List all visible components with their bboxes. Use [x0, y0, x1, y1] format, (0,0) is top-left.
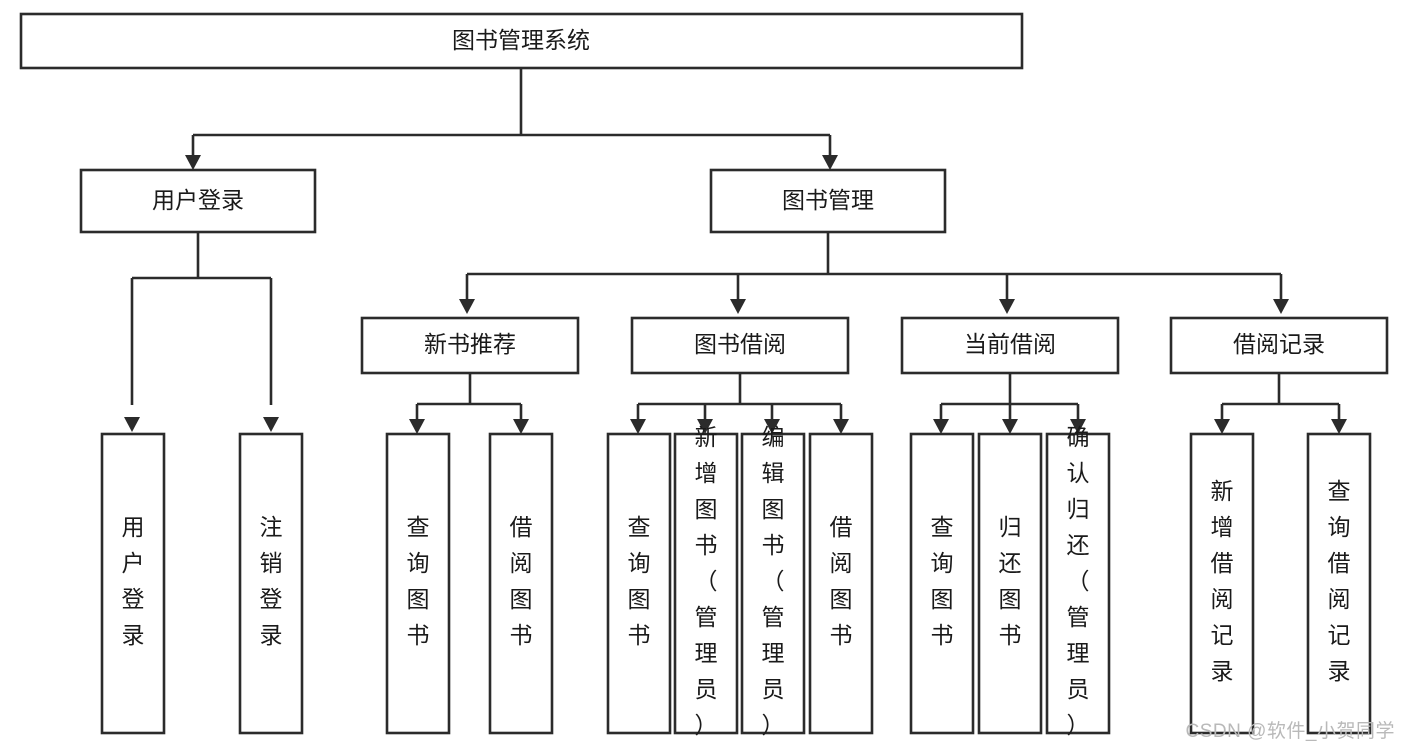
leaf-bookborrow-edit-book-box[interactable]: [740, 432, 806, 735]
arrowhead-newbook-leaf1: [409, 419, 425, 434]
leaf-user-login-login-label: 用户登录: [122, 514, 145, 648]
node-current-borrow-label: 当前借阅: [964, 331, 1056, 357]
node-current-borrow-box[interactable]: [900, 316, 1120, 375]
leaf-borrowrecord-query-record-label: 查询借阅记录: [1328, 478, 1351, 684]
leaf-user-login-logout-label: 注销登录: [260, 514, 283, 648]
arrowhead-currentborrow-leaf2: [1002, 419, 1018, 434]
leaf-currentborrow-confirm-return-box[interactable]: [1045, 432, 1111, 735]
leaf-bookborrow-add-book-label: 新增图书（管理员）: [695, 424, 718, 738]
leaf-currentborrow-return-book-box[interactable]: [977, 432, 1043, 735]
leaf-borrowrecord-query-record[interactable]: 查询借阅记录: [1306, 432, 1372, 735]
leaf-bookborrow-query-book-box[interactable]: [606, 432, 672, 735]
leaf-bookborrow-borrow-book-box[interactable]: [808, 432, 874, 735]
leaf-currentborrow-query-book[interactable]: 查询图书: [909, 432, 975, 735]
node-borrow-record-label: 借阅记录: [1233, 331, 1325, 357]
node-book-management[interactable]: 图书管理: [709, 168, 947, 234]
leaf-bookborrow-query-book-label: 查询图书: [628, 514, 651, 648]
connector-layer: [130, 68, 1341, 420]
leaf-newbook-query-book-label: 查询图书: [407, 514, 430, 648]
node-current-borrow[interactable]: 当前借阅: [900, 316, 1120, 375]
leaf-borrowrecord-add-record[interactable]: 新增借阅记录: [1189, 432, 1255, 735]
arrowhead-currentborrow-leaf1: [933, 419, 949, 434]
leaf-bookborrow-query-book[interactable]: 查询图书: [606, 432, 672, 735]
leaf-bookborrow-edit-book-label: 编辑图书（管理员）: [762, 424, 785, 738]
node-root-box[interactable]: [19, 12, 1024, 70]
arrowhead-l2-currentborrow: [999, 299, 1015, 314]
node-borrow-record[interactable]: 借阅记录: [1169, 316, 1389, 375]
arrowhead-to-user-login: [185, 155, 201, 170]
node-user-login[interactable]: 用户登录: [79, 168, 317, 234]
arrowhead-userlogin-leaf1: [124, 417, 140, 432]
arrowhead-l2-newbook: [459, 299, 475, 314]
node-book-borrow-box[interactable]: [630, 316, 850, 375]
leaf-bookborrow-borrow-book[interactable]: 借阅图书: [808, 432, 874, 735]
node-book-management-box[interactable]: [709, 168, 947, 234]
node-new-book-recommend-label: 新书推荐: [424, 331, 516, 357]
leaf-user-login-logout-box[interactable]: [238, 432, 304, 735]
leaf-newbook-query-book-box[interactable]: [385, 432, 451, 735]
arrowhead-borrowrecord-leaf1: [1214, 419, 1230, 434]
leaf-newbook-borrow-book[interactable]: 借阅图书: [488, 432, 554, 735]
node-user-login-label: 用户登录: [152, 187, 244, 213]
leaf-newbook-query-book[interactable]: 查询图书: [385, 432, 451, 735]
leaf-bookborrow-edit-book[interactable]: 编辑图书（管理员）: [740, 424, 806, 738]
leaf-currentborrow-return-book[interactable]: 归还图书: [977, 432, 1043, 735]
arrowhead-l2-bookborrow: [730, 299, 746, 314]
leaf-currentborrow-confirm-return-label: 确认归还（管理员）: [1067, 424, 1090, 738]
node-book-management-label: 图书管理: [782, 187, 874, 213]
arrowhead-newbook-leaf2: [513, 419, 529, 434]
node-new-book-recommend-box[interactable]: [360, 316, 580, 375]
node-root-book-management-system[interactable]: 图书管理系统: [19, 12, 1024, 70]
leaf-borrowrecord-add-record-label: 新增借阅记录: [1211, 478, 1234, 684]
node-book-borrow[interactable]: 图书借阅: [630, 316, 850, 375]
arrowhead-to-book-manage: [822, 155, 838, 170]
node-book-borrow-label: 图书借阅: [694, 331, 786, 357]
leaf-newbook-borrow-book-label: 借阅图书: [510, 514, 533, 648]
arrowhead-bookborrow-leaf4: [833, 419, 849, 434]
node-user-login-box[interactable]: [79, 168, 317, 234]
leaf-bookborrow-add-book[interactable]: 新增图书（管理员）: [673, 424, 739, 738]
leaf-borrowrecord-add-record-box[interactable]: [1189, 432, 1255, 735]
leaf-bookborrow-borrow-book-label: 借阅图书: [830, 514, 853, 648]
leaf-currentborrow-return-book-label: 归还图书: [999, 514, 1022, 648]
node-borrow-record-box[interactable]: [1169, 316, 1389, 375]
leaf-bookborrow-add-book-box[interactable]: [673, 432, 739, 735]
leaf-currentborrow-query-book-box[interactable]: [909, 432, 975, 735]
leaf-user-login-login-box[interactable]: [100, 432, 166, 735]
leaf-user-login-login[interactable]: 用户登录: [100, 432, 166, 735]
node-root-label: 图书管理系统: [452, 27, 590, 53]
leaf-user-login-logout[interactable]: 注销登录: [238, 432, 304, 735]
arrowhead-l2-borrowrecord: [1273, 299, 1289, 314]
arrowhead-userlogin-leaf2: [263, 417, 279, 432]
leaf-currentborrow-query-book-label: 查询图书: [931, 514, 954, 648]
arrowhead-borrowrecord-leaf2: [1331, 419, 1347, 434]
leaf-newbook-borrow-book-box[interactable]: [488, 432, 554, 735]
leaf-currentborrow-confirm-return[interactable]: 确认归还（管理员）: [1045, 424, 1111, 738]
node-new-book-recommend[interactable]: 新书推荐: [360, 316, 580, 375]
leaf-borrowrecord-query-record-box[interactable]: [1306, 432, 1372, 735]
arrowhead-bookborrow-leaf1: [630, 419, 646, 434]
